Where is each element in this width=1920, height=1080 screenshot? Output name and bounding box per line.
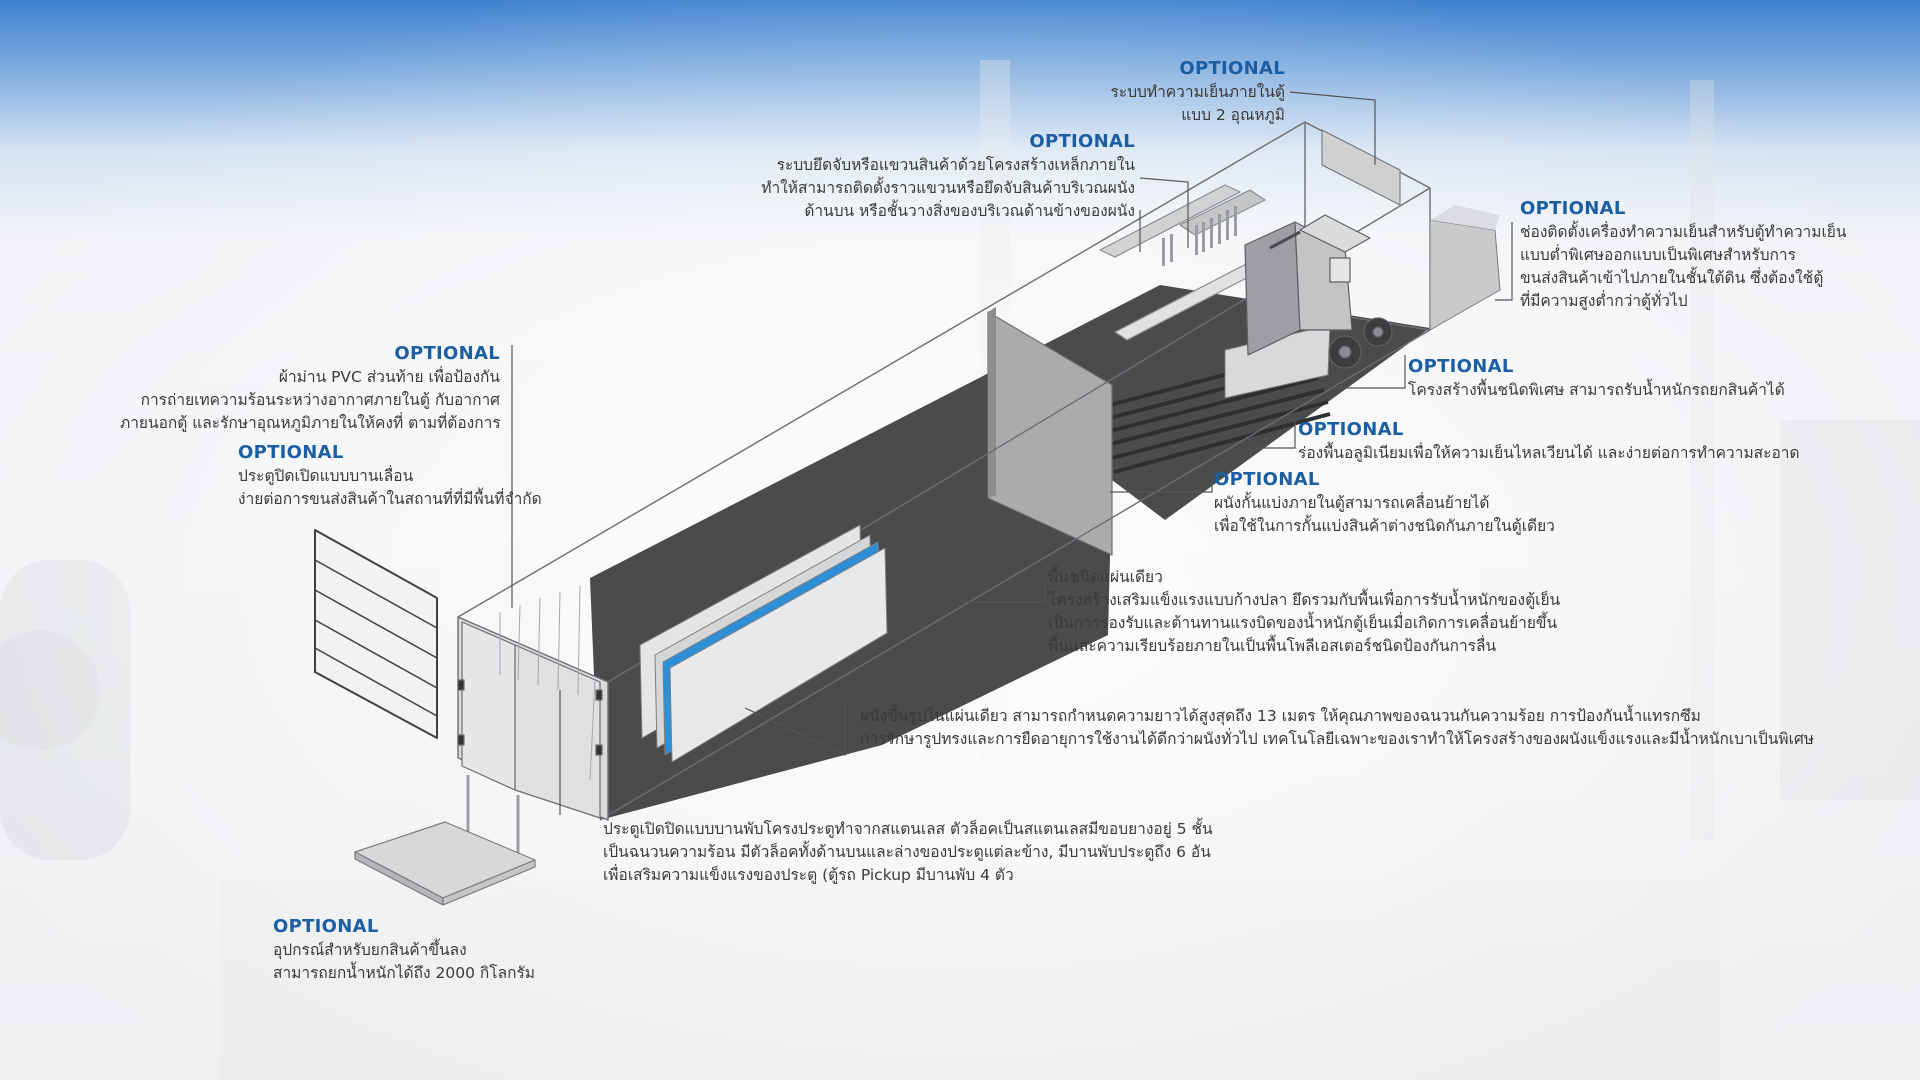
- leader-forklift-floor: [1330, 355, 1406, 389]
- underfloor-cooling-line-4: ที่มีความสูงต่ำกว่าตู้ทั่วไป: [1520, 292, 1688, 310]
- callout-pvc-curtain: OPTIONAL ผ้าม่าน PVC ส่วนท้าย เพื่อป้องก…: [120, 342, 501, 435]
- single-floor-line-1: พื้นชนิดแผ่นเดียว: [1048, 568, 1163, 586]
- forklift: [1244, 214, 1393, 369]
- rear-door-line-3: เพื่อเสริมความแข็งแรงของประตู (ตู้รถ Pic…: [603, 866, 1014, 884]
- optional-label-tail-lift: OPTIONAL: [273, 916, 379, 937]
- leader-wall-panel: [744, 703, 846, 756]
- aluminium-floor-line-1: ร่องพื้นอลูมิเนียมเพื่อให้ความเย็นไหลเวี…: [1298, 444, 1800, 462]
- movable-partition-edge: [988, 307, 996, 498]
- rear-door-line-2: เป็นฉนวนความร้อน มีตัวล็อคทั้งด้านบนและล…: [603, 843, 1211, 861]
- sliding-door-line-1: ประตูปิดเปิดแบบบานเลื่อน: [238, 467, 414, 485]
- pvc-curtain-line-1: ผ้าม่าน PVC ส่วนท้าย เพื่อป้องกัน: [278, 368, 500, 386]
- movable-partition-line-2: เพื่อใช้ในการกั้นแบ่งสินค้าต่างชนิดกันภา…: [1214, 517, 1555, 535]
- hanging-rail-line-3: ด้านบน หรือชั้นวางสิ่งของบริเวณด้านข้างข…: [804, 202, 1135, 220]
- optional-label-underfloor-cooling: OPTIONAL: [1520, 198, 1626, 219]
- underfloor-cooling-line-3: ขนส่งสินค้าเข้าไปภายในชั้นใต้ดิน ซึ่งต้อ…: [1520, 269, 1824, 287]
- leader-movable-partition: [1110, 482, 1213, 493]
- tail-lift-line-2: สามารถยกน้ำหนักได้ถึง 2000 กิโลกรัม: [273, 964, 536, 982]
- leader-hanging-rail: [1139, 177, 1189, 248]
- pvc-curtain: [499, 585, 596, 781]
- tail-lift: [354, 775, 536, 906]
- optional-label-sliding-door: OPTIONAL: [238, 442, 344, 463]
- callout-movable-partition: OPTIONAL ผนังกั้นแบ่งภายในตู้สามารถเคลื่…: [1214, 468, 1634, 538]
- forklift-floor-plate: [1224, 324, 1331, 399]
- leader-aluminium-floor: [1255, 420, 1296, 449]
- sliding-door: [314, 529, 438, 739]
- optional-label-hanging-rail: OPTIONAL: [1029, 131, 1135, 152]
- optional-label-movable-partition: OPTIONAL: [1214, 469, 1320, 490]
- hanging-rail-line-2: ทำให้สามารถติดตั้งราวแขวนหรือยึดจับสินค้…: [761, 179, 1135, 197]
- underfloor-cooling-line-1: ช่องติดตั้งเครื่องทำความเย็นสำหรับตู้ทำค…: [1520, 223, 1847, 241]
- pvc-curtain-line-2: การถ่ายเทความร้อนระหว่างอากาศภายในตู้ กั…: [140, 391, 500, 409]
- underfloor-cooling-box-top: [1430, 205, 1500, 230]
- wall-panels: [639, 524, 888, 763]
- callout-rear-door: ประตูเปิดปิดแบบบานพับโครงประตูทำจากสแตนเ…: [603, 818, 1213, 887]
- optional-label-forklift-floor: OPTIONAL: [1408, 356, 1514, 377]
- callout-single-floor: พื้นชนิดแผ่นเดียว โครงสร้างเสริมแข็งแรงแ…: [1048, 566, 1561, 658]
- container-diagram: [314, 121, 1501, 906]
- callout-forklift-floor: OPTIONAL โครงสร้างพื้นชนิดพิเศษ สามารถรั…: [1408, 355, 1878, 402]
- single-floor-line-4: พื้นและความเรียบร้อยภายในเป็นพื้นโพลีเอส…: [1048, 637, 1497, 655]
- pvc-curtain-line-3: ภายนอกตู้ และรักษาอุณหภูมิภายในให้คงที่ …: [120, 414, 501, 432]
- optional-label-pvc-curtain: OPTIONAL: [394, 343, 500, 364]
- callout-dual-temp: OPTIONAL ระบบทำความเย็นภายในตู้ แบบ 2 อุ…: [1100, 57, 1285, 127]
- hanging-rail-line-1: ระบบยึดจับหรือแขวนสินค้าด้วยโครงสร้างเหล…: [776, 156, 1135, 174]
- perforated-panels: [1162, 206, 1237, 266]
- forklift-floor-line-1: โครงสร้างพื้นชนิดพิเศษ สามารถรับน้ำหนักร…: [1408, 381, 1785, 399]
- leader-underfloor-cooling: [1495, 222, 1513, 301]
- callout-hanging-rail: OPTIONAL ระบบยึดจับหรือแขวนสินค้าด้วยโคร…: [740, 130, 1135, 223]
- floor-panel: [590, 285, 1430, 820]
- rear-door-line-1: ประตูเปิดปิดแบบบานพับโครงประตูทำจากสแตนเ…: [603, 820, 1213, 838]
- callout-wall-panel: ผนังขึ้นรูปในแผ่นเดียว สามารถกำหนดความยา…: [860, 705, 1900, 751]
- leader-lines: [511, 91, 1513, 815]
- leader-single-floor: [962, 582, 1046, 603]
- leader-dual-temp: [1289, 91, 1376, 165]
- wall-panel-line-1: ผนังขึ้นรูปในแผ่นเดียว สามารถกำหนดความยา…: [860, 707, 1701, 725]
- single-floor-line-3: เป็นการรองรับและต้านทานแรงบิดของน้ำหนักต…: [1048, 614, 1558, 632]
- dual-temp-line-1: ระบบทำความเย็นภายในตู้: [1110, 83, 1285, 101]
- tail-lift-line-1: อุปกรณ์สำหรับยกสินค้าขึ้นลง: [273, 941, 467, 959]
- hanging-rails: [1099, 184, 1266, 341]
- callout-sliding-door: OPTIONAL ประตูปิดเปิดแบบบานเลื่อน ง่ายต่…: [238, 441, 578, 511]
- callout-aluminium-floor: OPTIONAL ร่องพื้นอลูมิเนียมเพื่อให้ความเ…: [1298, 418, 1898, 465]
- single-floor-line-2: โครงสร้างเสริมแข็งแรงแบบก้างปลา ยึดรวมกั…: [1048, 591, 1561, 609]
- sliding-door-line-2: ง่ายต่อการขนส่งสินค้าในสถานที่ที่มีพื้นท…: [238, 490, 542, 508]
- callout-underfloor-cooling: OPTIONAL ช่องติดตั้งเครื่องทำความเย็นสำห…: [1520, 197, 1900, 313]
- cooling-unit-top: [1321, 129, 1401, 206]
- wall-panel-line-2: การรักษารูปทรงและการยืดอายุการใช้งานได้ด…: [860, 730, 1814, 748]
- movable-partition-line-1: ผนังกั้นแบ่งภายในตู้สามารถเคลื่อนย้ายได้: [1214, 494, 1490, 512]
- underfloor-cooling-line-2: แบบต่ำพิเศษออกแบบเป็นพิเศษสำหรับการ: [1520, 246, 1796, 264]
- dual-temp-line-2: แบบ 2 อุณหภูมิ: [1181, 106, 1285, 124]
- optional-label-dual-temp: OPTIONAL: [1179, 58, 1285, 79]
- callout-tail-lift: OPTIONAL อุปกรณ์สำหรับยกสินค้าขึ้นลง สาม…: [273, 915, 603, 985]
- optional-label-aluminium-floor: OPTIONAL: [1298, 419, 1404, 440]
- rear-doors: [457, 621, 603, 819]
